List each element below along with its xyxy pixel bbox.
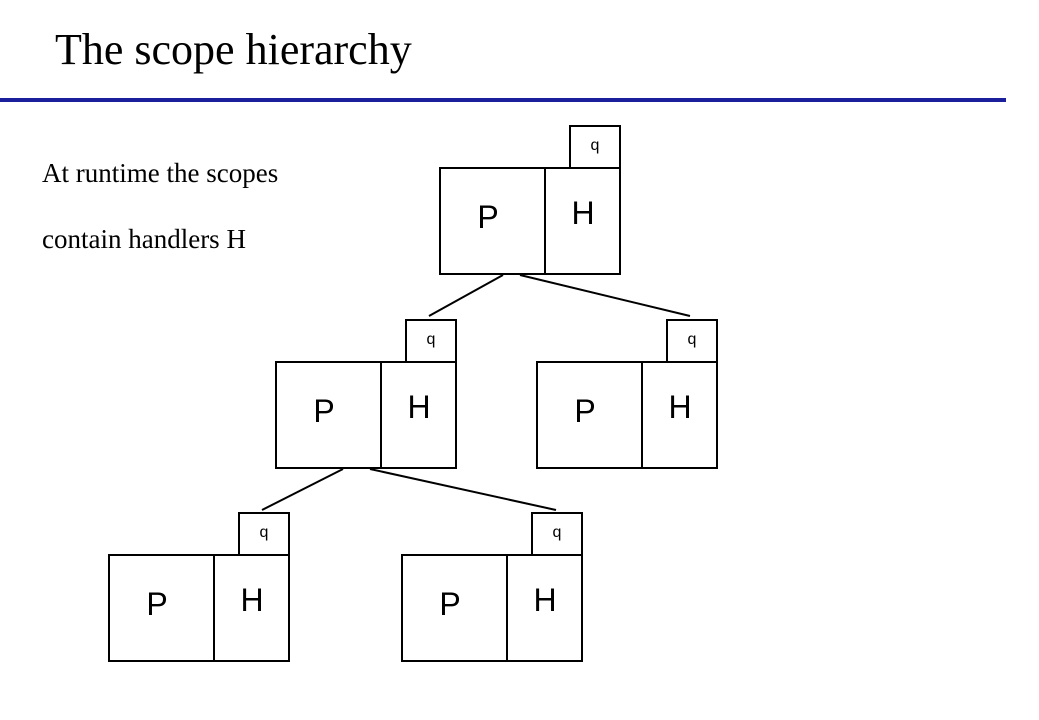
scope-right-label: H: [668, 389, 691, 425]
scope-tag-label: q: [591, 137, 600, 154]
scope-left-label: P: [146, 586, 167, 622]
tree-edge-root-to-mid-right: [519, 274, 691, 317]
scope-left-label: P: [313, 393, 334, 429]
scope-node-mid-left: qP H: [275, 319, 457, 469]
scope-tag-label: q: [260, 524, 269, 541]
scope-right-label: H: [407, 389, 430, 425]
scope-tag-box: [666, 319, 718, 363]
scope-node-root: qP H: [439, 125, 621, 275]
scope-left-label: P: [477, 199, 498, 235]
scope-tag-label: q: [688, 331, 697, 348]
scope-left-label: P: [439, 586, 460, 622]
scope-tag-label: q: [553, 524, 562, 541]
scope-right-label: H: [240, 582, 263, 618]
scope-node-mid-right: qP H: [536, 319, 718, 469]
scope-box: [536, 361, 718, 469]
scope-box: [439, 167, 621, 275]
scope-box: [401, 554, 583, 662]
tree-edge-mid-left-to-bottom-right: [369, 468, 557, 511]
scope-tag-box: [238, 512, 290, 556]
slide-title: The scope hierarchy: [55, 25, 412, 74]
scope-right-label: H: [533, 582, 556, 618]
tree-edge-root-to-mid-left: [428, 274, 504, 317]
scope-box: [108, 554, 290, 662]
scope-tag-label: q: [427, 331, 436, 348]
scope-left-label: P: [574, 393, 595, 429]
body-line-2: contain handlers H: [42, 224, 246, 254]
scope-node-bottom-left: qP H: [108, 512, 290, 662]
scope-node-bottom-right: qP H: [401, 512, 583, 662]
title-rule: [0, 98, 1006, 102]
body-line-1: At runtime the scopes: [42, 158, 279, 188]
scope-box: [275, 361, 457, 469]
tree-edge-mid-left-to-bottom-left: [261, 468, 344, 511]
scope-right-label: H: [571, 195, 594, 231]
